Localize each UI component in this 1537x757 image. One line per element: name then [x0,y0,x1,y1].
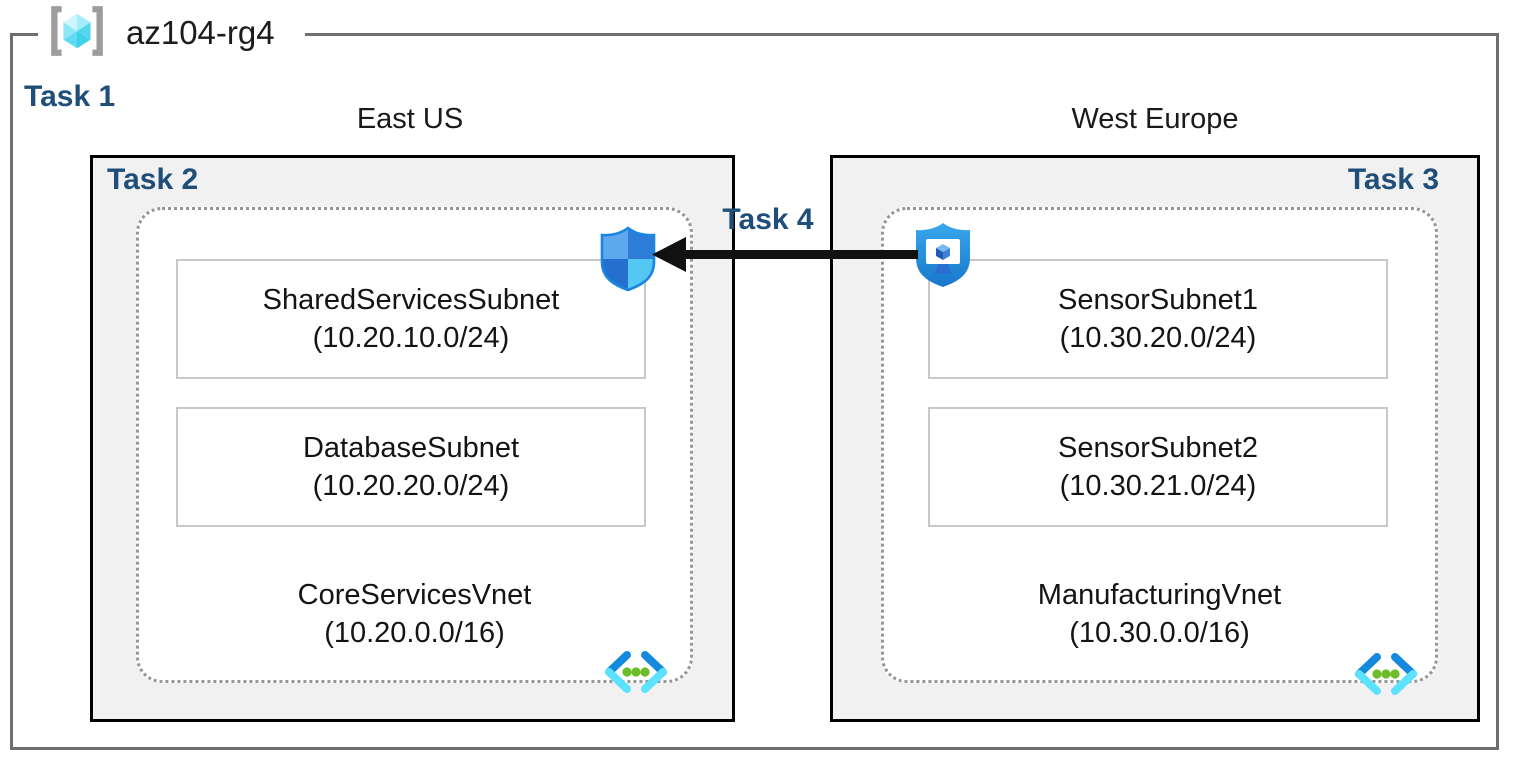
connection-arrow [652,231,918,282]
subnet-cidr: (10.30.21.0/24) [1059,470,1257,502]
vnet-name-core-services: CoreServicesVnet (10.20.0.0/16) [136,576,693,652]
vnet-name: CoreServicesVnet [297,579,532,611]
region-label-east-us: East US [356,103,464,135]
bastion-shield-monitor-icon [911,222,975,293]
subnet-shared-services: SharedServicesSubnet (10.20.10.0/24) [176,259,646,379]
resource-group-name: az104-rg4 [126,14,275,51]
resource-group-header: az104-rg4 [38,0,305,66]
vnet-name-manufacturing: ManufacturingVnet (10.30.0.0/16) [881,576,1438,652]
subnet-name: SharedServicesSubnet [262,284,560,316]
region-box-east-us: Task 2 SharedServicesSubnet (10.20.10.0/… [90,155,735,722]
subnet-name: SensorSubnet2 [1058,432,1258,464]
virtual-network-icon [601,649,671,700]
task2-label: Task 2 [107,163,199,196]
subnet-name: DatabaseSubnet [302,432,520,464]
resource-group-icon [48,3,106,64]
subnet-cidr: (10.30.20.0/24) [1059,322,1257,354]
region-label-west-europe: West Europe [1071,103,1239,135]
vnet-cidr: (10.30.0.0/16) [1069,617,1250,649]
subnet-sensor1: SensorSubnet1 (10.30.20.0/24) [928,259,1388,379]
subnet-name: SensorSubnet1 [1058,284,1258,316]
vnet-cidr: (10.20.0.0/16) [324,617,505,649]
subnet-cidr: (10.20.20.0/24) [312,470,510,502]
task4-label: Task 4 [722,203,814,236]
task3-label: Task 3 [1347,163,1439,196]
vnet-name: ManufacturingVnet [1037,579,1282,611]
subnet-sensor2: SensorSubnet2 (10.30.21.0/24) [928,407,1388,527]
virtual-network-icon [1351,651,1421,702]
task1-label: Task 1 [24,80,116,113]
region-box-west-europe: Task 3 SensorSubnet1 (10.30.20.0/24) Sen… [830,155,1480,722]
network-security-shield-icon [599,226,657,297]
subnet-cidr: (10.20.10.0/24) [312,322,510,354]
subnet-database: DatabaseSubnet (10.20.20.0/24) [176,407,646,527]
